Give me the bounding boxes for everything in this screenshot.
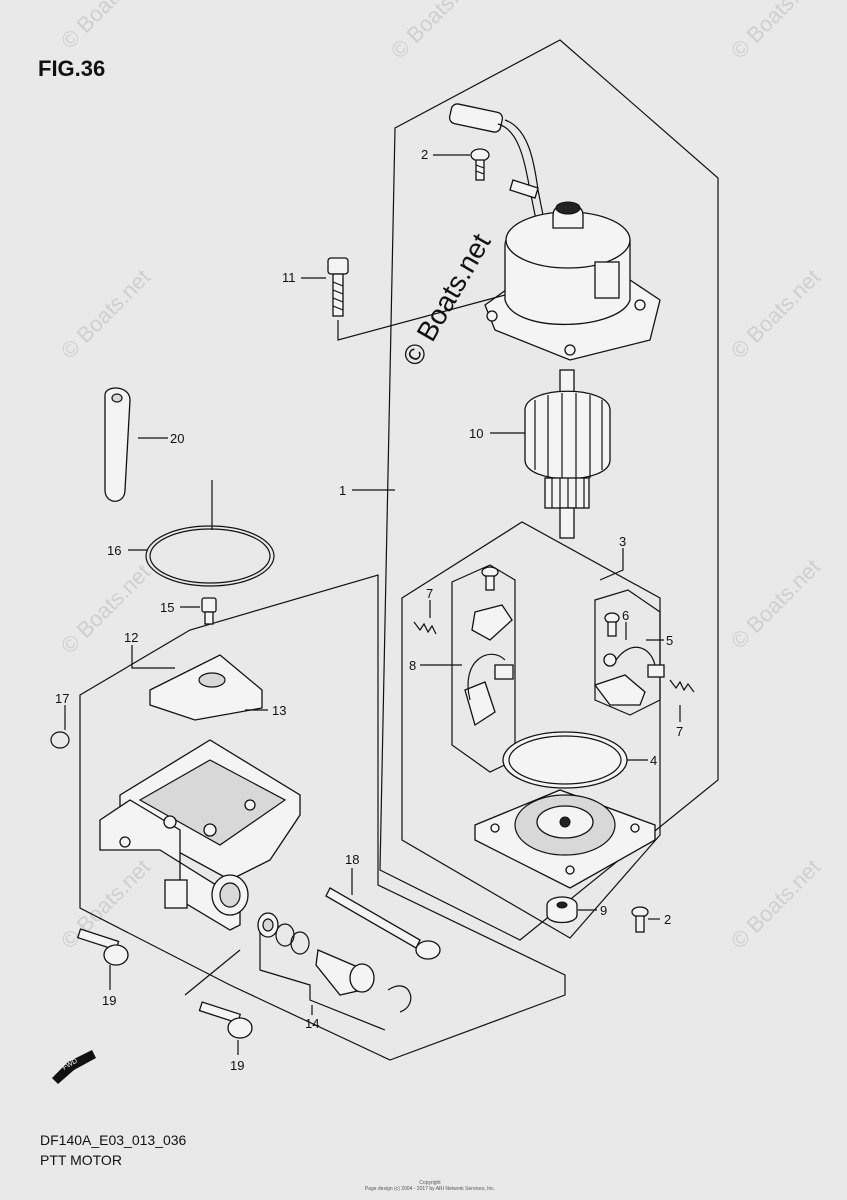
callout-7: 7 [426, 586, 433, 601]
bracket-hole [111, 393, 123, 403]
callout-20: 20 [170, 431, 184, 446]
figure-name: PTT MOTOR [40, 1152, 122, 1168]
pin-part [201, 597, 217, 625]
callout-11: 11 [282, 270, 296, 285]
model-code: DF140A_E03_013_036 [40, 1132, 187, 1148]
o-ring-part [502, 731, 628, 789]
watermark: © Boats.net [386, 0, 485, 64]
callout-18: 18 [345, 852, 359, 867]
callout-2: 2 [421, 147, 428, 162]
callout-4: 4 [650, 753, 657, 768]
callout-16: 16 [107, 543, 121, 558]
pump-body-part [99, 739, 301, 931]
motor-housing [484, 201, 661, 361]
bracket-part [104, 387, 131, 502]
screw-part [470, 148, 490, 181]
callout-12: 12 [124, 630, 138, 645]
callout-2: 2 [664, 912, 671, 927]
callout-15: 15 [160, 600, 174, 615]
watermark: © Boats.net [726, 0, 825, 64]
callout-6: 6 [622, 608, 629, 623]
cable-harness [448, 103, 549, 241]
long-bolt-part [325, 887, 441, 960]
bolt-part [76, 928, 129, 966]
callout-13: 13 [272, 703, 286, 718]
figure-title: FIG.36 [38, 56, 106, 81]
copyright-line: Copyright [419, 1180, 441, 1186]
copyright-line: Page design (c) 2004 - 2017 by ARI Netwo… [364, 1186, 496, 1192]
watermark: © Boats.net [56, 559, 155, 658]
callout-8: 8 [409, 658, 416, 673]
o-ring-inner [149, 528, 271, 584]
callout-3: 3 [619, 534, 626, 549]
o-ring-part [145, 525, 275, 587]
watermark: © Boats.net [56, 264, 155, 363]
callout-10: 10 [469, 426, 483, 441]
cover-plate-part [149, 654, 263, 721]
item-5-outline [594, 589, 661, 716]
callout-1: 1 [339, 483, 346, 498]
callout-19: 19 [230, 1058, 244, 1073]
watermark: © Boats.net [56, 0, 155, 54]
valve-kit-part [257, 912, 412, 1013]
brush-assembly-part [464, 566, 514, 727]
callout-leaders [64, 154, 681, 1055]
bolt-part [198, 1001, 253, 1039]
armature-part [524, 369, 611, 539]
watermark: © Boats.net [726, 264, 825, 363]
brush-base-part [474, 789, 656, 889]
callout-14: 14 [305, 1016, 319, 1031]
o-ring-inner [508, 735, 622, 785]
callout-7: 7 [676, 724, 683, 739]
callout-19: 19 [102, 993, 116, 1008]
spacer-part [546, 896, 578, 924]
leader-line [337, 294, 506, 341]
bolt-part [327, 257, 349, 317]
leader-line [184, 949, 241, 996]
callout-5: 5 [666, 633, 673, 648]
callout-17: 17 [55, 691, 69, 706]
spring-part [413, 621, 437, 635]
screw-part [631, 906, 649, 933]
spring-part [669, 679, 695, 693]
o-ring-part [50, 731, 70, 749]
watermark: © Boats.net [726, 554, 825, 653]
main-watermark: © Boats.net [396, 228, 496, 371]
item-14-bracket [259, 930, 386, 1031]
callout-9: 9 [600, 903, 607, 918]
brush-holder-outline [401, 521, 661, 939]
pump-assembly-outline [79, 574, 566, 1061]
brush-plate-part [593, 612, 665, 706]
motor-assembly-outline [379, 39, 719, 941]
copyright-notice: Copyright Page design (c) 2004 - 2017 by… [330, 1180, 530, 1192]
forward-arrow-icon: FWD [52, 1050, 96, 1084]
watermark: © Boats.net [726, 854, 825, 953]
